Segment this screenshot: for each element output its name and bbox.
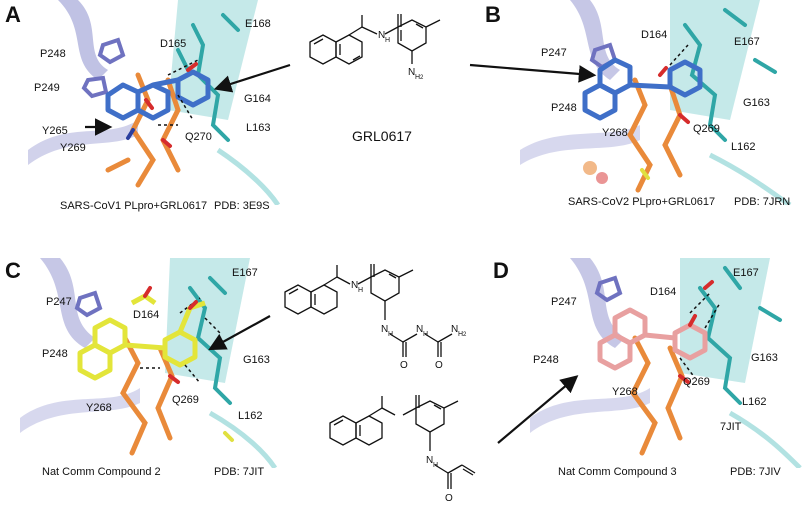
residue-label: P248: [533, 354, 559, 366]
panel-b-caption: SARS-CoV2 PLpro+GRL0617: [568, 196, 716, 208]
panel-letter-d: D: [493, 258, 509, 283]
residue-label: Q269: [172, 394, 199, 406]
residue-label: E167: [734, 36, 760, 48]
residue-label: P248: [40, 48, 66, 60]
residue-label: P248: [42, 348, 68, 360]
panel-c-pdb: PDB: 7JIT: [214, 466, 265, 478]
panel-d-caption: Nat Comm Compound 3: [558, 466, 677, 478]
residue-label: L162: [731, 141, 756, 153]
residue-label: Q270: [185, 131, 212, 143]
oxygen-label: O: [400, 360, 408, 371]
residue-label: Q269: [683, 376, 710, 388]
nh2-sub2: 2: [463, 332, 467, 338]
residue-label: P247: [551, 296, 577, 308]
residue-label: D164: [133, 309, 160, 321]
residue-label: P248: [551, 102, 577, 114]
residue-label: Y268: [612, 386, 638, 398]
panel-d-pdb: PDB: 7JIV: [730, 466, 781, 478]
residue-label: E168: [245, 18, 271, 30]
residue-label: L163: [246, 122, 271, 134]
nh2-sub: H: [458, 331, 463, 338]
panel-letter-b: B: [485, 2, 501, 27]
residue-label: Y265: [42, 125, 68, 137]
panel-letter-a: A: [5, 2, 21, 27]
panel-b-structure: [520, 0, 809, 205]
residue-label: G163: [751, 352, 778, 364]
residue-label: Y268: [602, 127, 628, 139]
residue-label: P247: [541, 47, 567, 59]
nh2-label: N: [408, 67, 415, 78]
panel-b-pdb: PDB: 7JRN: [734, 196, 791, 208]
panel-letter-c: C: [5, 258, 21, 283]
oxygen-label: O: [435, 360, 443, 371]
residue-label: P249: [34, 82, 60, 94]
residue-label: Y269: [60, 142, 86, 154]
panel-a-caption: SARS-CoV1 PLpro+GRL0617: [60, 200, 208, 212]
residue-label: G163: [243, 354, 270, 366]
grl0617-structure: N H N H 2: [309, 14, 441, 81]
nh-label: N: [381, 324, 388, 335]
residue-label: D165: [160, 38, 187, 50]
nh2-sub2: 2: [420, 75, 424, 81]
residue-label: G164: [244, 93, 271, 105]
residue-label: L162: [742, 396, 767, 408]
compound-3-structure: N H O: [329, 395, 476, 504]
compound-2-structure: N H N H O N H O N H 2: [284, 264, 467, 371]
nh-label: N: [426, 455, 433, 466]
residue-label: 7JIT: [720, 421, 742, 433]
residue-label: D164: [650, 286, 677, 298]
oxygen-label: O: [445, 493, 453, 504]
nh-label: N: [378, 30, 385, 41]
nh-sub: H: [433, 462, 438, 469]
residue-label: Q269: [693, 123, 720, 135]
panel-c-caption: Nat Comm Compound 2: [42, 466, 161, 478]
nh-sub: H: [385, 37, 390, 44]
panel-a-pdb: PDB: 3E9S: [214, 200, 270, 212]
nh-label: N: [416, 324, 423, 335]
nh2-sub: H: [415, 74, 420, 81]
residue-label: L162: [238, 410, 263, 422]
nh2-label: N: [451, 324, 458, 335]
nh-sub: H: [423, 331, 428, 338]
panel-c-structure: [20, 258, 280, 468]
panel-d-structure: [530, 258, 809, 468]
residue-label: G163: [743, 97, 770, 109]
nh-sub: H: [358, 287, 363, 294]
residue-label: P247: [46, 296, 72, 308]
residue-label: E167: [733, 267, 759, 279]
panel-a-structure: [28, 0, 288, 205]
nh-sub: H: [388, 331, 393, 338]
grl0617-name: GRL0617: [352, 128, 412, 144]
residue-label: E167: [232, 267, 258, 279]
residue-label: D164: [641, 29, 668, 41]
nh-label: N: [351, 280, 358, 291]
residue-label: Y268: [86, 402, 112, 414]
